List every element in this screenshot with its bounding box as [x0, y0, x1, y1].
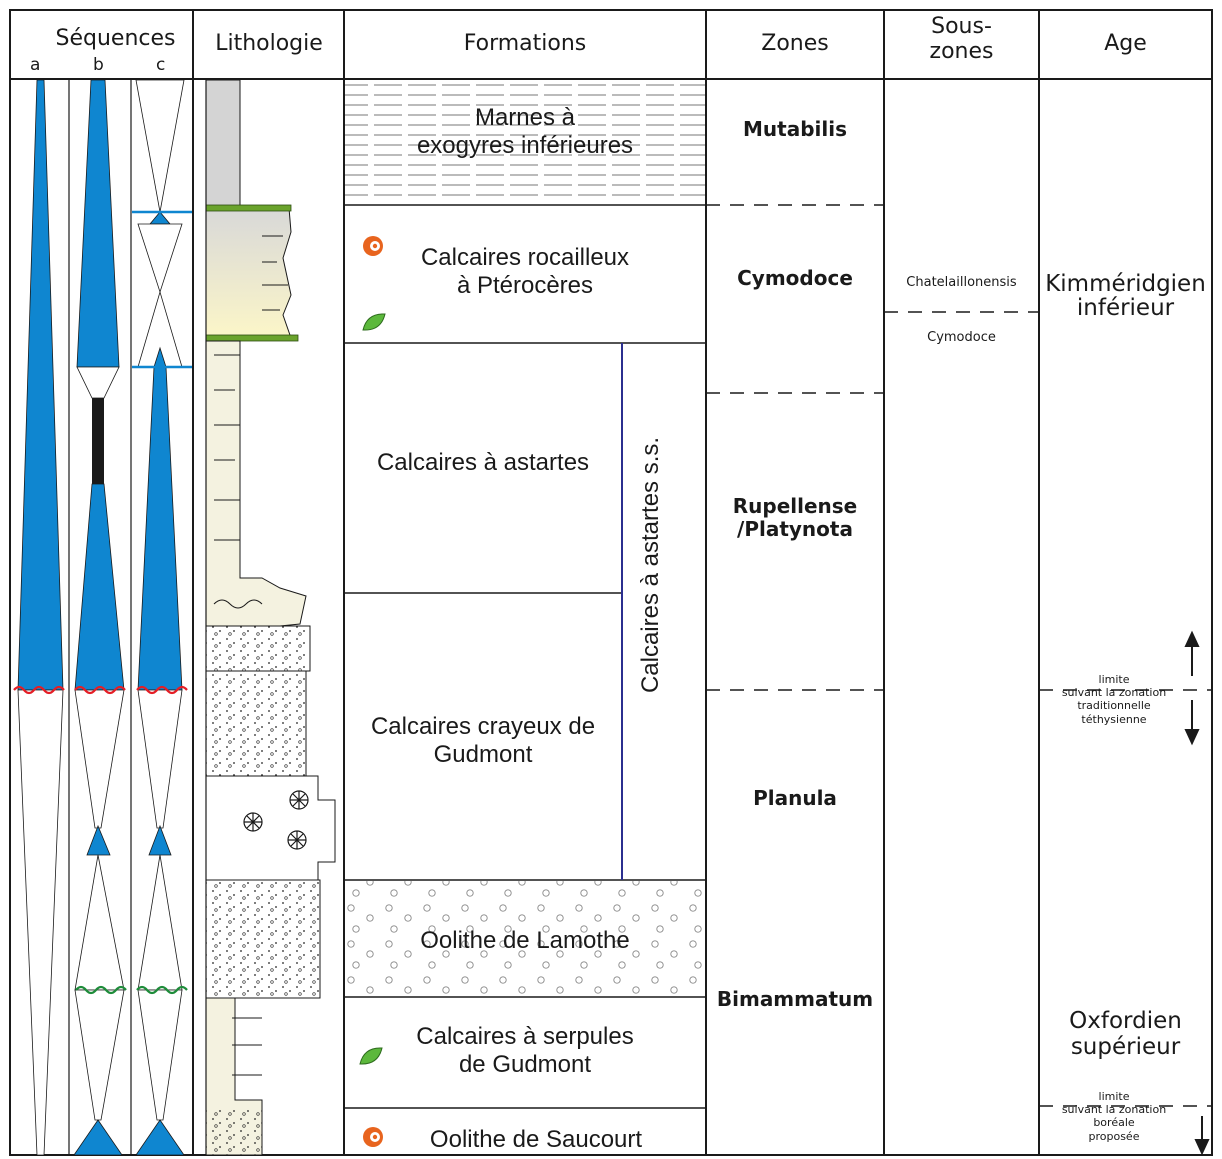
sequence-b: [73, 79, 125, 1156]
maximum-flooding-markers: [132, 210, 192, 369]
unconformity-red: [13, 685, 188, 695]
marl-pattern: [345, 80, 705, 204]
zone-rupellense: Rupellense /Platynota: [732, 494, 858, 541]
leaf-icon: [359, 1047, 383, 1065]
formation-rocailleux: Calcaires rocailleux à Ptérocères: [420, 244, 630, 299]
sequence-a: [17, 79, 64, 1156]
formation-lamothe: Oolithe de Lamothe: [420, 927, 630, 954]
formation-marnes: Marnes à exogyres inférieures: [416, 104, 634, 159]
header-sequences: Séquences: [55, 26, 176, 51]
formation-saucourt: Oolithe de Saucourt: [429, 1126, 643, 1153]
sequence-c: [135, 79, 185, 1156]
header-zones: Zones: [761, 31, 829, 56]
formation-crayeux: Calcaires crayeux de Gudmont: [370, 713, 596, 768]
zone-mutabilis: Mutabilis: [743, 117, 847, 141]
header-souszones: Sous- zones: [929, 14, 994, 65]
header-lithologie: Lithologie: [215, 31, 323, 56]
age-oxfordien: Oxfordien supérieur: [1069, 1008, 1182, 1061]
column-dividers: [192, 10, 1040, 1155]
table-frame: [9, 9, 1213, 1156]
formation-astartes-ss: Calcaires à astartes s.s.: [637, 436, 664, 694]
header-age: Age: [1104, 31, 1147, 56]
leaf-icon: [362, 313, 386, 331]
note-boreal-limit: limite suivant la zonation boréale propo…: [1061, 1090, 1167, 1143]
sequence-c-label: c: [156, 55, 166, 75]
ammonite-icon: [363, 1127, 383, 1147]
zone-bimammatum: Bimammatum: [716, 987, 874, 1011]
formation-serpules: Calcaires à serpules de Gudmont: [416, 1023, 634, 1078]
limit-arrows: [1184, 630, 1210, 1156]
oolite-pattern: [345, 881, 705, 996]
header-formations: Formations: [463, 31, 587, 56]
zone-cymodoce: Cymodoce: [737, 266, 853, 290]
sequence-b-label: b: [93, 55, 104, 75]
formation-boundaries: [344, 204, 706, 1109]
formation-astartes: Calcaires à astartes: [376, 449, 590, 476]
unconformity-green: [75, 985, 188, 995]
note-tethys-limit: limite suivant la zonation traditionnell…: [1061, 673, 1167, 726]
ammonite-icon: [363, 236, 383, 256]
souszone-cymodoce: Cymodoce: [927, 330, 996, 345]
age-kimmeridgien: Kimméridgien inférieur: [1045, 271, 1206, 322]
sequence-guides: [68, 79, 132, 1155]
crinoid-icon: [243, 790, 309, 850]
zone-boundaries: [706, 204, 1212, 1107]
sequence-a-label: a: [30, 55, 41, 75]
zone-planula: Planula: [753, 786, 837, 810]
lithology-column: [205, 79, 336, 1156]
souszone-chatelaillonensis: Chatelaillonensis: [906, 275, 1017, 290]
